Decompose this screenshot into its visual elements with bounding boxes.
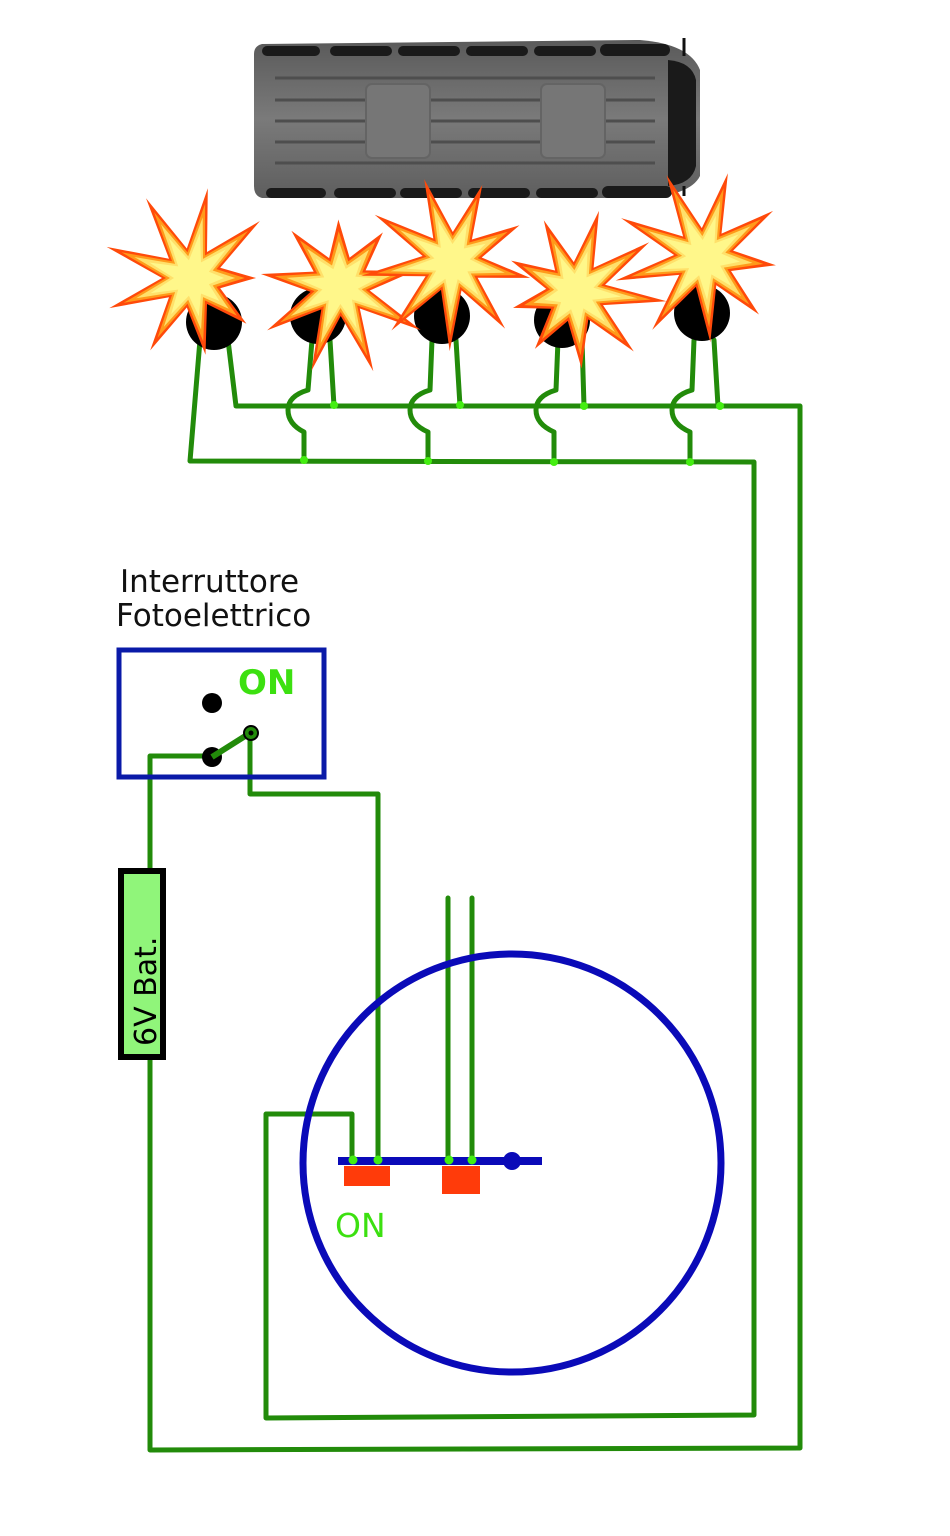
junction-nodes [300,401,724,466]
flash-icon [260,219,421,372]
flash-icons [106,173,776,372]
photo-switch-box [116,647,327,780]
photo-switch[interactable]: Interruttore Fotoelettrico ON [116,564,327,780]
flash-icon [361,179,531,352]
contact-pad-on [344,1166,390,1186]
rotor-pivot [503,1152,521,1170]
switch-lever [210,730,252,760]
lamp-bulb[interactable] [674,285,730,341]
rotary-on-label: ON [335,1206,386,1245]
van-top-view [254,38,700,198]
rotary-switch[interactable]: ON [299,950,725,1376]
lamp-wiring [147,337,803,1453]
photo-switch-title-2: Fotoelettrico [116,598,311,634]
flash-icon [106,188,260,355]
battery: 6V Bat. [118,868,166,1060]
switch-contact-off [202,693,222,713]
flash-icon [615,173,776,343]
battery-label: 6V Bat. [129,937,164,1046]
control-wiring [147,730,475,1163]
flash-icon [511,210,667,369]
rotary-disc [299,950,725,1376]
contact-pad-2 [442,1166,480,1194]
photo-switch-on-label: ON [238,663,295,703]
photo-switch-title-1: Interruttore [120,564,299,600]
